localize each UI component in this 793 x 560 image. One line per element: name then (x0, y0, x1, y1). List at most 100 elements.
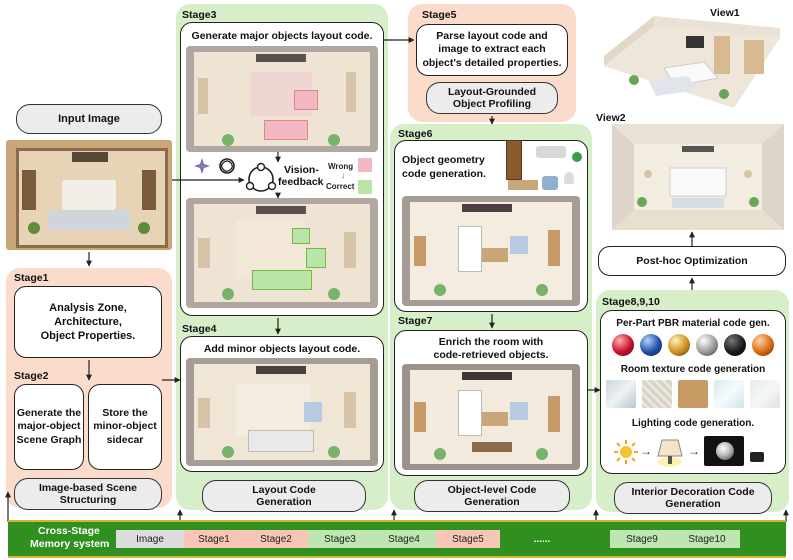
stage6-line-2: code generation. (402, 167, 487, 180)
interior-gen-title: Interior Decoration Code Generation (614, 482, 772, 514)
wrong-label: Wrong (328, 162, 354, 171)
texture-swatch-3 (678, 380, 708, 408)
correct-swatch (358, 180, 372, 194)
texture-swatch-1 (606, 380, 636, 408)
stage2-right-line-3: sidecar (106, 433, 144, 446)
vlm-logo-icon (194, 158, 210, 174)
stage3-title: Generate major objects layout code. (191, 30, 373, 42)
stage2-left-line-2: major-object (17, 420, 81, 433)
structuring-title: Image-based Scene Structuring (14, 478, 162, 510)
post-hoc-box: Post-hoc Optimization (598, 246, 786, 276)
stage2-right-line-2: minor-object (93, 420, 157, 433)
lamp-light-icon (656, 436, 684, 468)
memory-segment-stage2: Stage2 (244, 530, 308, 548)
orange-sphere-icon (752, 334, 774, 356)
stage3-room-correct (186, 198, 378, 308)
stage1-label: Stage1 (14, 272, 49, 284)
arrow-right-icon: → (640, 444, 652, 458)
stage7-room (402, 364, 580, 470)
view2-render (612, 124, 784, 230)
stage1-box: Analysis Zone, Architecture, Object Prop… (14, 286, 162, 358)
gpt-logo-icon (218, 157, 236, 175)
stage4-room (186, 358, 378, 466)
stage5-box: Parse layout code and image to extract e… (416, 24, 568, 76)
stage5-line-1: Parse layout code and (436, 30, 548, 43)
lit-sphere-icon (704, 436, 744, 466)
memory-line-2: Memory system (30, 537, 110, 550)
stage3-label: Stage3 (182, 9, 217, 21)
correct-label: Correct (326, 182, 355, 191)
lamp-icon (564, 172, 574, 184)
vision-feedback-label: Vision- feedback (278, 164, 324, 188)
stage7-line-1: Enrich the room with (438, 336, 544, 348)
stage2-label: Stage2 (14, 370, 49, 382)
sofa-icon (536, 146, 566, 158)
texture-title: Room texture code generation (620, 364, 766, 375)
texture-swatch-4 (714, 380, 744, 408)
stage2-right-box: Store the minor-object sidecar (88, 384, 162, 470)
stage3-room-wrong (186, 46, 378, 152)
vision-line-1: Vision- (284, 164, 319, 176)
profiling-line-2: Object Profiling (452, 98, 532, 110)
stage7-line-2: code-retrieved objects. (433, 349, 549, 362)
memory-bar: Cross-Stage Memory system Image Stage1 S… (8, 520, 786, 558)
object-gen-title: Object-level Code Generation (414, 480, 570, 512)
layout-gen-line-2: Generation (256, 496, 312, 508)
stage5-line-2: image to extract each (438, 43, 546, 56)
object-gen-line-2: Generation (464, 496, 520, 508)
stage5-line-3: object's detailed properties. (422, 56, 562, 69)
stage8-label: Stage8,9,10 (602, 296, 660, 308)
pbr-title: Per-Part PBR material code gen. (616, 318, 770, 329)
texture-swatch-5 (750, 380, 780, 408)
stage6-line-1: Object geometry (402, 154, 485, 166)
lighting-title: Lighting code generation. (631, 418, 755, 429)
memory-segment-stage5: Stage5 (436, 530, 500, 548)
stage1-line-2: Architecture, (54, 315, 122, 328)
stage6-label: Stage6 (398, 128, 433, 140)
black-sphere-icon (724, 334, 746, 356)
wrong-swatch (358, 158, 372, 172)
plant-icon (572, 152, 582, 162)
memory-segment-stage9: Stage9 (610, 530, 674, 548)
feedback-cycle-icon (244, 162, 278, 196)
memory-segment-stage3: Stage3 (308, 530, 372, 548)
stage2-right-line-1: Store the (102, 406, 148, 419)
stage6-room (402, 196, 580, 306)
sun-icon (614, 440, 638, 464)
input-image (6, 140, 172, 250)
bookshelf-icon (506, 140, 522, 180)
camera-icon (750, 452, 764, 462)
memory-segment-stage1: Stage1 (184, 530, 244, 548)
stage1-line-1: Analysis Zone, (49, 301, 127, 314)
stage4-label: Stage4 (182, 323, 217, 335)
arrow-right-icon-2: → (688, 444, 700, 458)
red-sphere-icon (612, 334, 634, 356)
stage2-left-line-3: Scene Graph (16, 433, 82, 446)
stage4-title: Add minor objects layout code. (203, 343, 361, 355)
stage7-label: Stage7 (398, 315, 433, 327)
profiling-line-1: Layout-Grounded (447, 85, 537, 98)
blue-sphere-icon (640, 334, 662, 356)
structuring-line-1: Image-based Scene (38, 481, 138, 494)
stage1-line-3: Object Properties. (40, 330, 136, 343)
structuring-line-2: Structuring (59, 494, 117, 506)
memory-segment-image: Image (116, 530, 184, 548)
stage2-left-box: Generate the major-object Scene Graph (14, 384, 84, 470)
object-gen-line-1: Object-level Code (447, 483, 537, 496)
stage6-text: Object geometry code generation. (402, 154, 486, 181)
armchair-icon (542, 176, 558, 190)
stage2-left-line-1: Generate the (16, 406, 82, 419)
texture-swatch-2 (642, 380, 672, 408)
memory-label: Cross-Stage Memory system (30, 525, 109, 550)
stage7-title: Enrich the room with code-retrieved obje… (396, 336, 586, 362)
memory-segment-ellipsis: ...... (533, 533, 551, 545)
view1-label: View1 (710, 7, 740, 19)
input-image-title: Input Image (16, 104, 162, 134)
interior-gen-line-2: Generation (665, 498, 721, 510)
material-spheres (606, 334, 780, 360)
memory-line-1: Cross-Stage (38, 525, 100, 537)
down-arrow-icon: ↓ (341, 170, 346, 180)
profiling-title: Layout-Grounded Object Profiling (426, 82, 558, 114)
silver-sphere-icon (696, 334, 718, 356)
gold-sphere-icon (668, 334, 690, 356)
